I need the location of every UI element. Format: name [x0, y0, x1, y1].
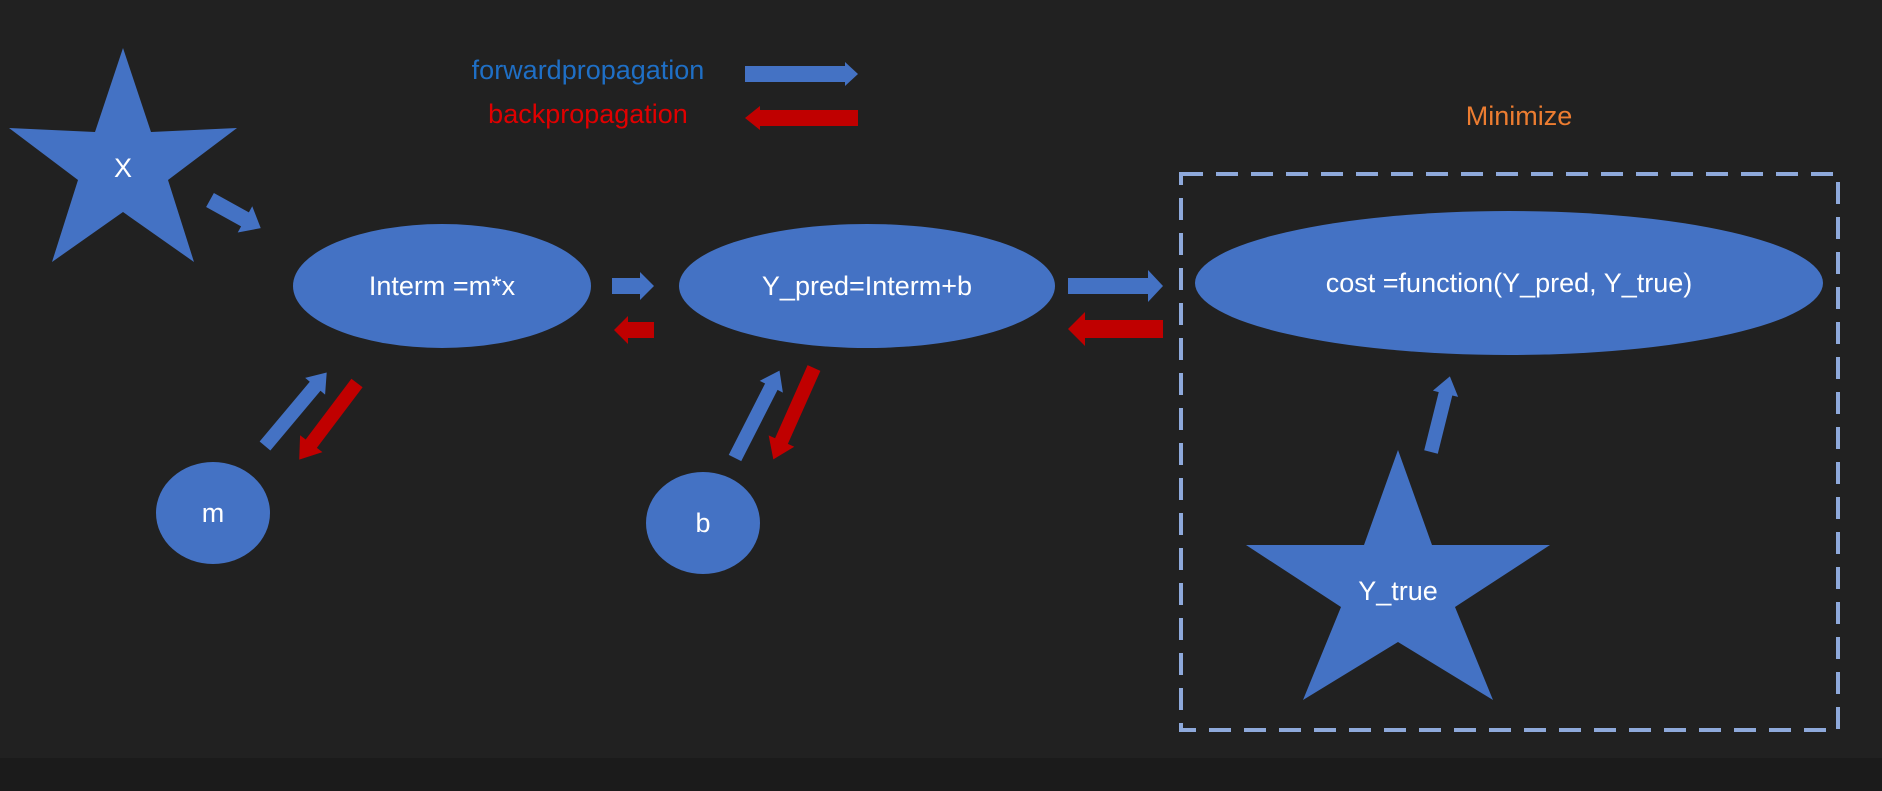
- star-x-shape: [9, 48, 237, 262]
- backward-arrow-ypred-b: [768, 365, 821, 460]
- forward-arrow-b-ypred: [728, 370, 783, 462]
- node-cost-label: cost =function(Y_pred, Y_true): [1326, 268, 1692, 298]
- legend-backward-arrow: [745, 106, 858, 130]
- legend: forwardpropagation backpropagation: [472, 55, 858, 130]
- legend-backward-label: backpropagation: [488, 99, 688, 129]
- forward-arrow-m-interm: [259, 372, 327, 451]
- minimize-label: Minimize: [1466, 101, 1573, 131]
- param-m-node: m: [156, 462, 270, 564]
- backward-arrow-ypred-interm: [614, 316, 654, 344]
- interm-ellipse: [293, 224, 591, 348]
- interm-node: Interm =m*x: [293, 224, 591, 348]
- legend-forward-label: forwardpropagation: [472, 55, 705, 85]
- legend-forward-arrow: [745, 62, 858, 86]
- m-circle: [156, 462, 270, 564]
- arrows: [206, 193, 1459, 462]
- node-b-label: b: [695, 508, 710, 538]
- node-m-label: m: [202, 498, 225, 528]
- node-ypred-label: Y_pred=Interm+b: [762, 271, 972, 301]
- minimize-region: Minimize: [1179, 101, 1840, 732]
- b-circle: [646, 472, 760, 574]
- ypred-ellipse: [679, 224, 1055, 348]
- node-interm-label: Interm =m*x: [369, 271, 516, 301]
- ytrue-node: Y_true: [1246, 450, 1550, 700]
- forward-arrow-x-interm: [206, 193, 261, 233]
- star-ytrue-shape: [1246, 450, 1550, 700]
- backward-arrow-interm-m: [299, 378, 363, 460]
- node-x-label: X: [114, 153, 132, 183]
- node-ytrue-label: Y_true: [1358, 576, 1438, 606]
- cost-ellipse: [1195, 211, 1823, 355]
- cost-node: cost =function(Y_pred, Y_true): [1195, 211, 1823, 355]
- param-b-node: b: [646, 472, 760, 574]
- forward-arrow-ypred-cost: [1068, 270, 1163, 302]
- ypred-node: Y_pred=Interm+b: [679, 224, 1055, 348]
- forward-arrow-interm-ypred: [612, 272, 654, 300]
- bottom-strip: [0, 758, 1882, 791]
- forward-arrow-ytrue-cost: [1424, 376, 1459, 454]
- backward-arrow-cost-ypred: [1068, 312, 1163, 346]
- input-x-node: X: [9, 48, 237, 262]
- minimize-region-border: [1179, 172, 1840, 732]
